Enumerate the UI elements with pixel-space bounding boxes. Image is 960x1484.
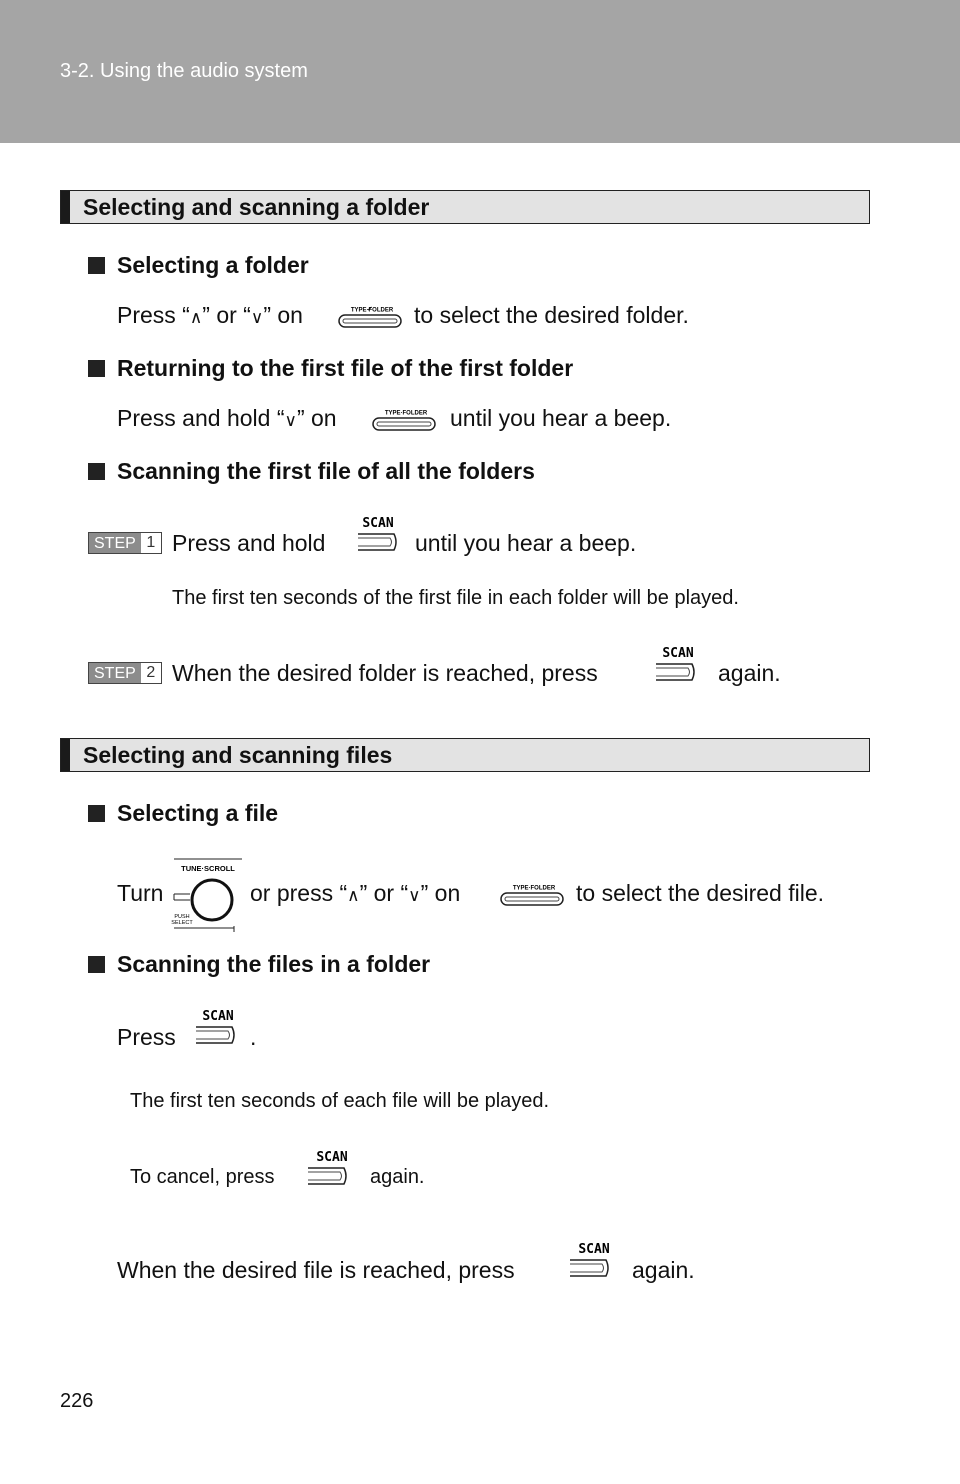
svg-text:SCAN: SCAN [578, 1242, 609, 1257]
instruction-final: When the desired file is reached, press [117, 1257, 515, 1283]
step2-text: When the desired folder is reached, pres… [172, 660, 598, 686]
svg-text:TUNE·SCROLL: TUNE·SCROLL [181, 864, 235, 873]
svg-text:TYPE·FOLDER: TYPE·FOLDER [351, 308, 394, 314]
svg-text:SCAN: SCAN [362, 516, 393, 531]
scan-button-icon: SCAN [308, 1150, 348, 1185]
svg-text:TYPE·FOLDER: TYPE·FOLDER [513, 886, 556, 892]
step1-text: Press and hold [172, 530, 326, 556]
subsection-selecting-file: Selecting a file [88, 800, 278, 827]
svg-text:SCAN: SCAN [202, 1009, 233, 1024]
svg-text:PUSH: PUSH [174, 914, 189, 920]
instruction-or-press: or press “∧” or “∨” on [250, 880, 461, 906]
square-bullet-icon [88, 257, 105, 274]
instruction-final-tail: again. [632, 1257, 695, 1283]
svg-text:SCAN: SCAN [662, 646, 693, 661]
scan-button-icon: SCAN [656, 646, 695, 681]
note-first-ten-seconds-file: The first ten seconds of each file will … [130, 1090, 550, 1112]
scan-button-icon: SCAN [196, 1009, 235, 1044]
breadcrumb: 3-2. Using the audio system [60, 60, 308, 82]
step1-text-tail: until you hear a beep. [415, 530, 637, 556]
section-title-files: Selecting and scanning files [60, 738, 870, 772]
square-bullet-icon [88, 956, 105, 973]
square-bullet-icon [88, 360, 105, 377]
instruction-press: Press [117, 1024, 176, 1050]
tune-scroll-knob-icon: TUNE·SCROLL PUSH SELECT [171, 858, 242, 932]
type-folder-button-icon: TYPE·FOLDER [372, 411, 436, 431]
svg-text:SELECT: SELECT [171, 920, 193, 926]
scan-button-icon: SCAN [358, 516, 397, 551]
square-bullet-icon [88, 463, 105, 480]
instruction-select-folder: Press “∧” or “∨” on [117, 302, 303, 328]
subsection-scanning-files: Scanning the files in a folder [88, 951, 430, 978]
page-number: 226 [60, 1390, 94, 1412]
instruction-press-period: . [250, 1024, 257, 1050]
note-first-ten-seconds-folder: The first ten seconds of the first file … [172, 587, 739, 609]
section-title-folder: Selecting and scanning a folder [60, 190, 870, 224]
svg-text:TYPE·FOLDER: TYPE·FOLDER [385, 411, 428, 417]
instruction-return-first-tail: until you hear a beep. [450, 405, 672, 431]
instruction-select-file-tail: to select the desired file. [576, 880, 825, 906]
instruction-select-folder-tail: to select the desired folder. [414, 302, 689, 328]
type-folder-button-icon: ✓ TYPE·FOLDER [338, 306, 402, 328]
square-bullet-icon [88, 805, 105, 822]
note-to-cancel: To cancel, press [130, 1166, 275, 1188]
subsection-selecting-folder: Selecting a folder [88, 252, 309, 279]
scan-button-icon: SCAN [570, 1242, 610, 1277]
note-to-cancel-tail: again. [370, 1166, 425, 1188]
svg-text:SCAN: SCAN [316, 1150, 347, 1165]
step2-text-tail: again. [718, 660, 781, 686]
instruction-return-first: Press and hold “∨” on [117, 405, 337, 431]
subsection-scanning-first-files: Scanning the first file of all the folde… [88, 458, 535, 485]
svg-text:✓: ✓ [367, 306, 372, 313]
type-folder-button-icon: TYPE·FOLDER [500, 886, 564, 906]
page-header: 3-2. Using the audio system [0, 0, 960, 143]
subsection-returning-first-file: Returning to the first file of the first… [88, 355, 573, 382]
instruction-turn: Turn [117, 880, 164, 906]
